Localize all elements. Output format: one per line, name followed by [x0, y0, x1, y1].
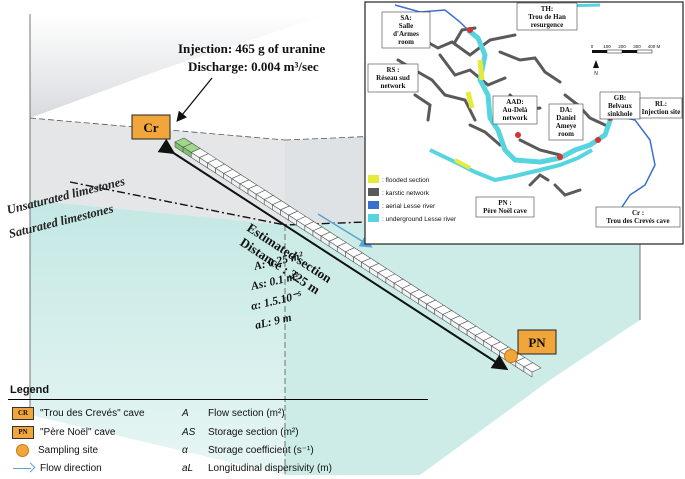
- svg-text:Injection site: Injection site: [642, 108, 681, 116]
- legend-title: Legend: [10, 384, 50, 396]
- map-scale-bar: 0 100 200 300 400 M: [591, 44, 661, 54]
- legend-param-as: AS Storage section (m²): [182, 424, 299, 440]
- svg-text:Ameye: Ameye: [556, 122, 577, 130]
- svg-text:100: 100: [603, 44, 611, 49]
- param-symbol: aL: [182, 462, 194, 474]
- cr-marker-label: Cr: [143, 120, 158, 135]
- svg-text:Trou de Han: Trou de Han: [528, 13, 566, 21]
- param-label: Storage section (m²): [208, 426, 299, 438]
- svg-text:Belvaux: Belvaux: [608, 102, 633, 110]
- legend-item-label: "Trou des Crevés" cave: [40, 407, 145, 419]
- injection-line2: Discharge: 0.004 m³/sec: [188, 59, 319, 74]
- svg-text:Salle: Salle: [399, 22, 413, 30]
- svg-text:sinkhole: sinkhole: [608, 110, 633, 118]
- legend-param-a: A Flow section (m²): [182, 405, 285, 421]
- svg-text:room: room: [558, 130, 574, 138]
- param-symbol: AS: [182, 426, 196, 438]
- cr-marker: Cr: [131, 114, 171, 140]
- pn-symbol: PN: [12, 425, 34, 439]
- svg-text:GB:: GB:: [614, 94, 626, 102]
- pn-marker: PN: [504, 329, 557, 363]
- svg-text:N: N: [594, 71, 598, 77]
- map-label-gb: GB: Belvaux sinkhole: [599, 91, 641, 120]
- flow-arrow-icon: [12, 462, 34, 475]
- injection-line1: Injection: 465 g of uranine: [178, 41, 326, 56]
- svg-text:Père Noël cave: Père Noël cave: [483, 207, 527, 215]
- svg-text:SA:: SA:: [400, 14, 411, 22]
- svg-text:DA:: DA:: [560, 106, 572, 114]
- map-label-pn: PN : Père Noël cave: [475, 196, 535, 218]
- conduit-segment-face: [523, 366, 533, 378]
- svg-text:: aerial Lesse river: : aerial Lesse river: [382, 203, 436, 210]
- sampling-site-icon: [16, 443, 29, 457]
- svg-text:200: 200: [618, 44, 626, 49]
- svg-text:TH:: TH:: [541, 5, 553, 13]
- svg-text:0: 0: [591, 44, 594, 49]
- svg-text:: karstic network: : karstic network: [382, 190, 430, 197]
- sampling-site-dot: [504, 349, 518, 363]
- cr-symbol: CR: [12, 406, 34, 420]
- svg-text:400 M: 400 M: [648, 44, 661, 49]
- svg-text:RL:: RL:: [655, 100, 667, 108]
- param-label: Storage coefficient (s⁻¹): [208, 444, 314, 456]
- svg-text:Trou des Crevés cave: Trou des Crevés cave: [606, 217, 669, 225]
- legend-item-label: "Père Noël" cave: [40, 426, 116, 438]
- map-label-rl: RL: Injection site: [639, 97, 683, 119]
- svg-text:room: room: [398, 38, 414, 46]
- param-label: Flow section (m²): [208, 407, 285, 419]
- injection-arrow: [176, 77, 213, 123]
- north-arrow-icon: N: [593, 60, 599, 77]
- map-legend: : flooded section : karstic network : ae…: [368, 175, 457, 223]
- legend-swatch-underground: [368, 214, 379, 222]
- svg-text:300: 300: [633, 44, 641, 49]
- map-label-da: DA: Daniel Ameye room: [548, 103, 584, 141]
- legend-item-pn: PN "Père Noël" cave: [12, 424, 115, 440]
- cave-map-inset: TH: Trou de Han resurgence SA: Salle d'A…: [364, 1, 684, 245]
- map-label-cr: Cr : Trou des Crevés cave: [595, 206, 681, 228]
- legend-item-label: Sampling site: [38, 444, 99, 456]
- svg-text:AAD:: AAD:: [506, 98, 524, 106]
- svg-text:network: network: [503, 114, 528, 122]
- legend-item-flow: Flow direction: [12, 460, 102, 476]
- legend-item-cr: CR "Trou des Crevés" cave: [12, 405, 145, 421]
- legend-item-sampling: Sampling site: [12, 442, 98, 458]
- svg-text:network: network: [381, 82, 406, 90]
- param-symbol: A: [182, 407, 189, 419]
- karst-network: [396, 26, 607, 197]
- legend-param-alpha: α Storage coefficient (s⁻¹): [182, 442, 314, 458]
- legend: Legend CR "Trou des Crevés" cave PN "Pèr…: [8, 384, 438, 478]
- map-label-rs: RS : Réseau sud network: [367, 63, 419, 93]
- legend-swatch-karst: [368, 188, 379, 196]
- svg-text:Daniel: Daniel: [556, 114, 576, 122]
- svg-text:: flooded section: : flooded section: [382, 177, 430, 184]
- legend-item-label: Flow direction: [40, 462, 102, 474]
- legend-param-al: aL Longitudinal dispersivity (m): [182, 460, 332, 476]
- flow-direction-arrow: [317, 213, 373, 248]
- svg-text:RS :: RS :: [386, 66, 399, 74]
- param-label: Longitudinal dispersivity (m): [208, 462, 332, 474]
- svg-text:Cr :: Cr :: [632, 209, 644, 217]
- legend-divider: [8, 399, 428, 400]
- distance-arrow: [157, 138, 509, 371]
- svg-text:Réseau sud: Réseau sud: [376, 74, 410, 82]
- map-label-sa: SA: Salle d'Armes room: [381, 11, 431, 49]
- map-label-aad: AAD: Au-Delà network: [492, 95, 538, 125]
- svg-text:: underground Lesse river: : underground Lesse river: [382, 216, 457, 223]
- map-label-th: TH: Trou de Han resurgence: [516, 2, 578, 31]
- param-symbol: α: [182, 444, 188, 456]
- legend-swatch-aerial: [368, 201, 379, 209]
- svg-text:resurgence: resurgence: [531, 21, 564, 29]
- svg-text:d'Armes: d'Armes: [393, 30, 419, 38]
- pn-marker-label: PN: [528, 335, 546, 350]
- legend-swatch-flooded: [368, 175, 379, 183]
- svg-text:PN :: PN :: [498, 199, 511, 207]
- svg-text:Au-Delà: Au-Delà: [503, 106, 528, 114]
